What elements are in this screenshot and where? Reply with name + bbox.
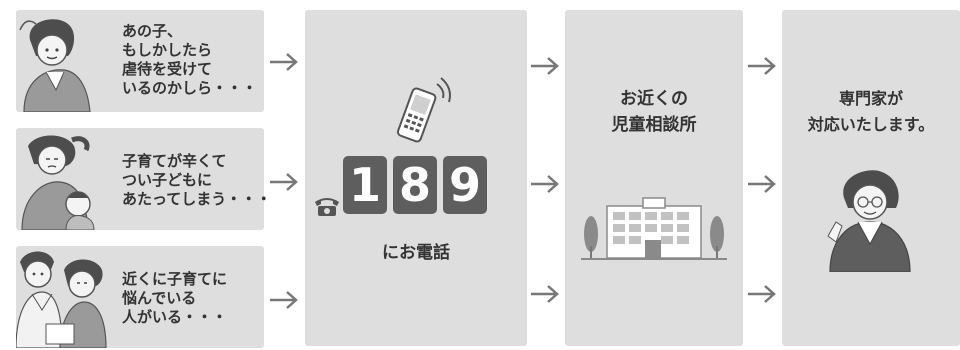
caller-line: 人がいる・・・ [122, 308, 228, 326]
mother-child-icon [21, 135, 95, 230]
caller-line: 近くに子育てに [122, 270, 228, 288]
expert-box: 専門家が 対応いたします。 [782, 10, 960, 346]
arrow-right-icon [270, 53, 298, 71]
arrow-right-icon [531, 285, 559, 303]
caller-line: あたってしまう・・・ [122, 190, 272, 208]
telephone-icon [315, 198, 339, 216]
caller-line: いるのかしら・・・ [122, 79, 258, 97]
hotline-189-box: 1 8 9 にお電話 [305, 10, 527, 346]
digit-tile: 8 [393, 156, 437, 214]
digit-tile: 1 [343, 156, 387, 214]
mother-icon [19, 19, 91, 112]
child-guidance-center-box: お近くの 児童相談所 [565, 10, 743, 346]
caller-text-3: 近くに子育てに 悩んでいる 人がいる・・・ [122, 270, 262, 327]
digit-tile: 9 [443, 156, 487, 214]
building-icon [581, 197, 727, 260]
arrow-right-icon [270, 291, 298, 309]
call-label: にお電話 [382, 243, 450, 263]
parent-couple-icon [16, 251, 107, 348]
hotline-number: 1 8 9 [343, 156, 487, 214]
arrow-right-icon [748, 285, 776, 303]
mobile-phone-icon [396, 77, 451, 143]
caller-line: もしかしたら [122, 41, 213, 59]
caller-box-1: あの子、 もしかしたら 虐待を受けて いるのかしら・・・ [16, 10, 264, 112]
caller-text-2: 子育てが辛くて つい子どもに あたってしまう・・・ [122, 152, 272, 209]
arrow-right-icon [270, 173, 298, 191]
caller-line: つい子どもに [122, 171, 213, 189]
arrow-right-icon [748, 57, 776, 75]
caller-line: 子育てが辛くて [122, 152, 227, 170]
expert-line: 対応いたします。 [807, 115, 935, 134]
center-line: 児童相談所 [611, 115, 697, 135]
expert-title: 専門家が 対応いたします。 [782, 86, 960, 138]
arrow-right-icon [531, 175, 559, 193]
caller-line: 虐待を受けて [122, 60, 213, 78]
center-line: お近くの [620, 89, 688, 109]
caller-text-1: あの子、 もしかしたら 虐待を受けて いるのかしら・・・ [122, 22, 262, 98]
caller-line: あの子、 [122, 22, 183, 40]
caller-box-2: 子育てが辛くて つい子どもに あたってしまう・・・ [16, 128, 272, 230]
caller-line: 悩んでいる [122, 289, 197, 307]
arrow-right-icon [748, 175, 776, 193]
arrow-right-icon [531, 57, 559, 75]
expert-line: 専門家が [838, 89, 903, 108]
expert-person-icon [827, 170, 911, 272]
caller-box-3: 近くに子育てに 悩んでいる 人がいる・・・ [16, 246, 264, 348]
center-title: お近くの 児童相談所 [565, 86, 743, 138]
